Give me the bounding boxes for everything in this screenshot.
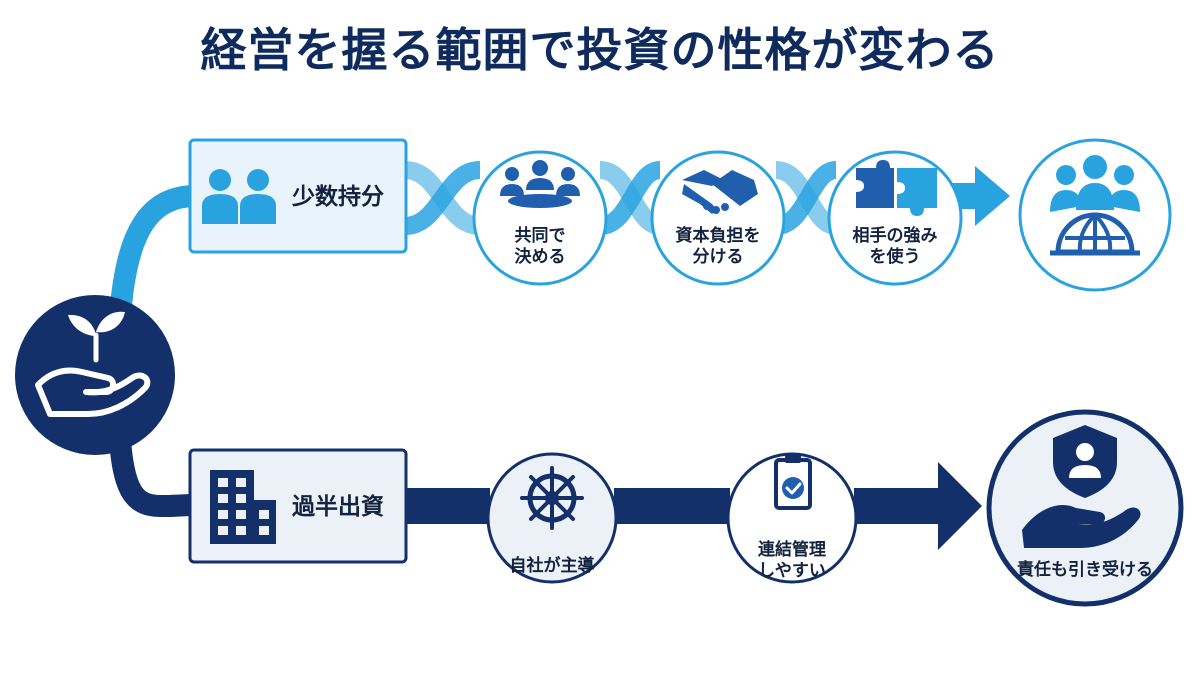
connector-minority: [109, 185, 207, 329]
majority-step-1-label: 自社が主導: [509, 556, 595, 576]
minority-result: [1018, 138, 1172, 292]
majority-step-2-label: 連結管理 しやすい: [758, 540, 826, 582]
majority-flow: [405, 462, 982, 550]
root-node: [15, 295, 175, 455]
meeting-icon: [500, 160, 580, 208]
connector-majority: [109, 429, 207, 518]
minority-step-2: [650, 150, 786, 286]
people-icon: [202, 169, 276, 224]
clipboard-check-icon: [774, 455, 812, 510]
majority-result: [986, 409, 1184, 607]
ship-wheel-icon: [520, 466, 584, 530]
minority-step-3-label: 相手の強み を使う: [852, 226, 938, 268]
handshake-icon: [682, 170, 758, 214]
majority-label: 過半出資: [292, 494, 384, 520]
sprout-in-hand-icon: [35, 311, 151, 417]
majority-arrow-head: [938, 462, 982, 550]
majority-step-1: [486, 452, 618, 584]
minority-step-1: [472, 150, 608, 286]
minority-label: 少数持分: [292, 184, 384, 210]
puzzle-icon: [856, 160, 937, 216]
building-icon: [210, 470, 276, 544]
minority-step-3: [827, 150, 963, 286]
majority-step-2: [726, 452, 858, 584]
majority-box: [188, 448, 408, 564]
majority-result-label: 責任も引き受ける: [1017, 560, 1153, 580]
minority-arrow-head: [975, 166, 1010, 226]
minority-step-1-label: 共同で 決める: [514, 226, 566, 268]
hand-shield-person-icon: [1022, 425, 1141, 548]
minority-step-2-label: 資本負担を 分ける: [675, 226, 761, 268]
minority-box: [188, 138, 408, 254]
people-globe-icon: [1050, 155, 1140, 256]
page-title: 経営を握る範囲で投資の性格が変わる: [200, 23, 1000, 77]
